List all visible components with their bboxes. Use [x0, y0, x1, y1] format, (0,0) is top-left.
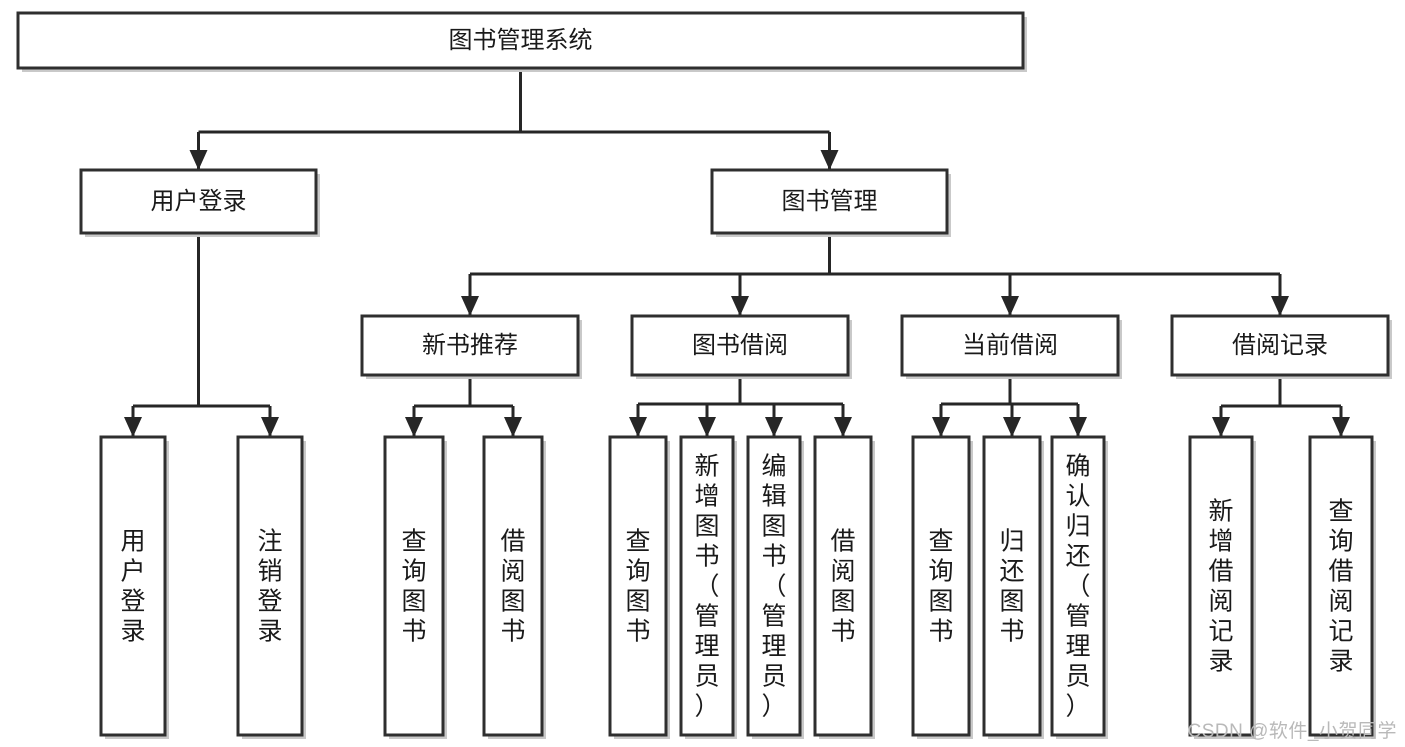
node-rect[interactable] — [900, 314, 1120, 377]
node-book-manage[interactable]: 图书管理 — [710, 168, 951, 237]
node-label: 新书推荐 — [422, 332, 518, 359]
node-rect[interactable] — [1188, 435, 1254, 737]
node-label: 查询图书 — [928, 527, 953, 645]
node-borrow-record[interactable]: 借阅记录 — [1170, 314, 1392, 379]
node-rect[interactable] — [383, 435, 445, 737]
arrow-head-icon — [932, 417, 950, 437]
node-rect[interactable] — [79, 168, 318, 235]
node-label: 当前借阅 — [962, 332, 1058, 359]
arrow-head-icon — [1271, 296, 1289, 316]
node-leaf-add-record[interactable]: 新增借阅记录 — [1188, 435, 1256, 739]
node-label: 用户登录 — [151, 188, 247, 215]
node-book-borrow[interactable]: 图书借阅 — [630, 314, 852, 379]
node-new-book-recommend[interactable]: 新书推荐 — [360, 314, 582, 379]
arrow-head-icon — [124, 417, 142, 437]
node-label: 图书借阅 — [692, 332, 788, 359]
node-label: 借阅记录 — [1232, 332, 1328, 359]
node-rect[interactable] — [236, 435, 304, 737]
node-label: 归还图书 — [999, 527, 1024, 645]
arrow-head-icon — [629, 417, 647, 437]
arrow-head-icon — [1212, 417, 1230, 437]
node-leaf-user-logout[interactable]: 注销登录 — [236, 435, 306, 739]
node-leaf-confirm-return[interactable]: 确认归还（管理员） — [1050, 435, 1108, 739]
arrow-head-icon — [1069, 417, 1087, 437]
node-rect[interactable] — [710, 168, 949, 235]
node-user-login[interactable]: 用户登录 — [79, 168, 320, 237]
node-leaf-query-record[interactable]: 查询借阅记录 — [1308, 435, 1376, 739]
node-rect[interactable] — [99, 435, 167, 737]
node-label: 注销登录 — [257, 527, 282, 645]
node-leaf-query-book-2[interactable]: 查询图书 — [608, 435, 670, 739]
node-leaf-add-book[interactable]: 新增图书（管理员） — [679, 435, 737, 739]
arrow-head-icon — [731, 296, 749, 316]
node-label: 用户登录 — [120, 527, 145, 645]
node-leaf-query-book-3[interactable]: 查询图书 — [911, 435, 973, 739]
node-label: 查询图书 — [401, 527, 426, 645]
arrow-head-icon — [765, 417, 783, 437]
node-leaf-borrow-book-2[interactable]: 借阅图书 — [813, 435, 875, 739]
node-rect[interactable] — [813, 435, 873, 737]
node-rect[interactable] — [982, 435, 1042, 737]
node-label: 新增借阅记录 — [1208, 497, 1233, 675]
node-label: 借阅图书 — [500, 527, 525, 645]
arrow-head-icon — [820, 150, 839, 170]
node-rect[interactable] — [679, 435, 735, 737]
node-current-borrow[interactable]: 当前借阅 — [900, 314, 1122, 379]
node-leaf-edit-book[interactable]: 编辑图书（管理员） — [746, 435, 804, 739]
node-label: 图书管理系统 — [449, 27, 593, 54]
node-rect[interactable] — [608, 435, 668, 737]
arrow-head-icon — [698, 417, 716, 437]
nodes-layer: 图书管理系统用户登录图书管理新书推荐图书借阅当前借阅借阅记录用户登录注销登录查询… — [16, 11, 1392, 739]
arrow-head-icon — [461, 296, 479, 316]
arrow-head-icon — [261, 417, 279, 437]
arrow-head-icon — [1332, 417, 1350, 437]
node-rect[interactable] — [1170, 314, 1390, 377]
arrow-head-icon — [1001, 296, 1019, 316]
node-root[interactable]: 图书管理系统 — [16, 11, 1027, 72]
node-rect[interactable] — [630, 314, 850, 377]
node-rect[interactable] — [482, 435, 544, 737]
node-label: 编辑图书（管理员） — [761, 452, 786, 720]
node-label: 查询图书 — [625, 527, 650, 645]
watermark-text: CSDN @软件_小贺同学 — [1187, 721, 1397, 742]
node-label: 借阅图书 — [830, 527, 855, 645]
node-leaf-query-book-1[interactable]: 查询图书 — [383, 435, 447, 739]
node-label: 图书管理 — [782, 188, 878, 215]
arrow-head-icon — [189, 150, 208, 170]
node-rect[interactable] — [360, 314, 580, 377]
node-label: 新增图书（管理员） — [694, 452, 719, 720]
node-rect[interactable] — [16, 11, 1025, 70]
connectors-layer — [124, 68, 1350, 437]
node-rect[interactable] — [746, 435, 802, 737]
arrow-head-icon — [1003, 417, 1021, 437]
node-rect[interactable] — [1050, 435, 1106, 737]
node-label: 确认归还（管理员） — [1065, 452, 1090, 720]
node-leaf-return-book[interactable]: 归还图书 — [982, 435, 1044, 739]
arrow-head-icon — [834, 417, 852, 437]
node-rect[interactable] — [911, 435, 971, 737]
arrow-head-icon — [504, 417, 522, 437]
node-rect[interactable] — [1308, 435, 1374, 737]
node-label: 查询借阅记录 — [1328, 497, 1353, 675]
arrow-head-icon — [405, 417, 423, 437]
node-leaf-borrow-book-1[interactable]: 借阅图书 — [482, 435, 546, 739]
node-leaf-user-login[interactable]: 用户登录 — [99, 435, 169, 739]
